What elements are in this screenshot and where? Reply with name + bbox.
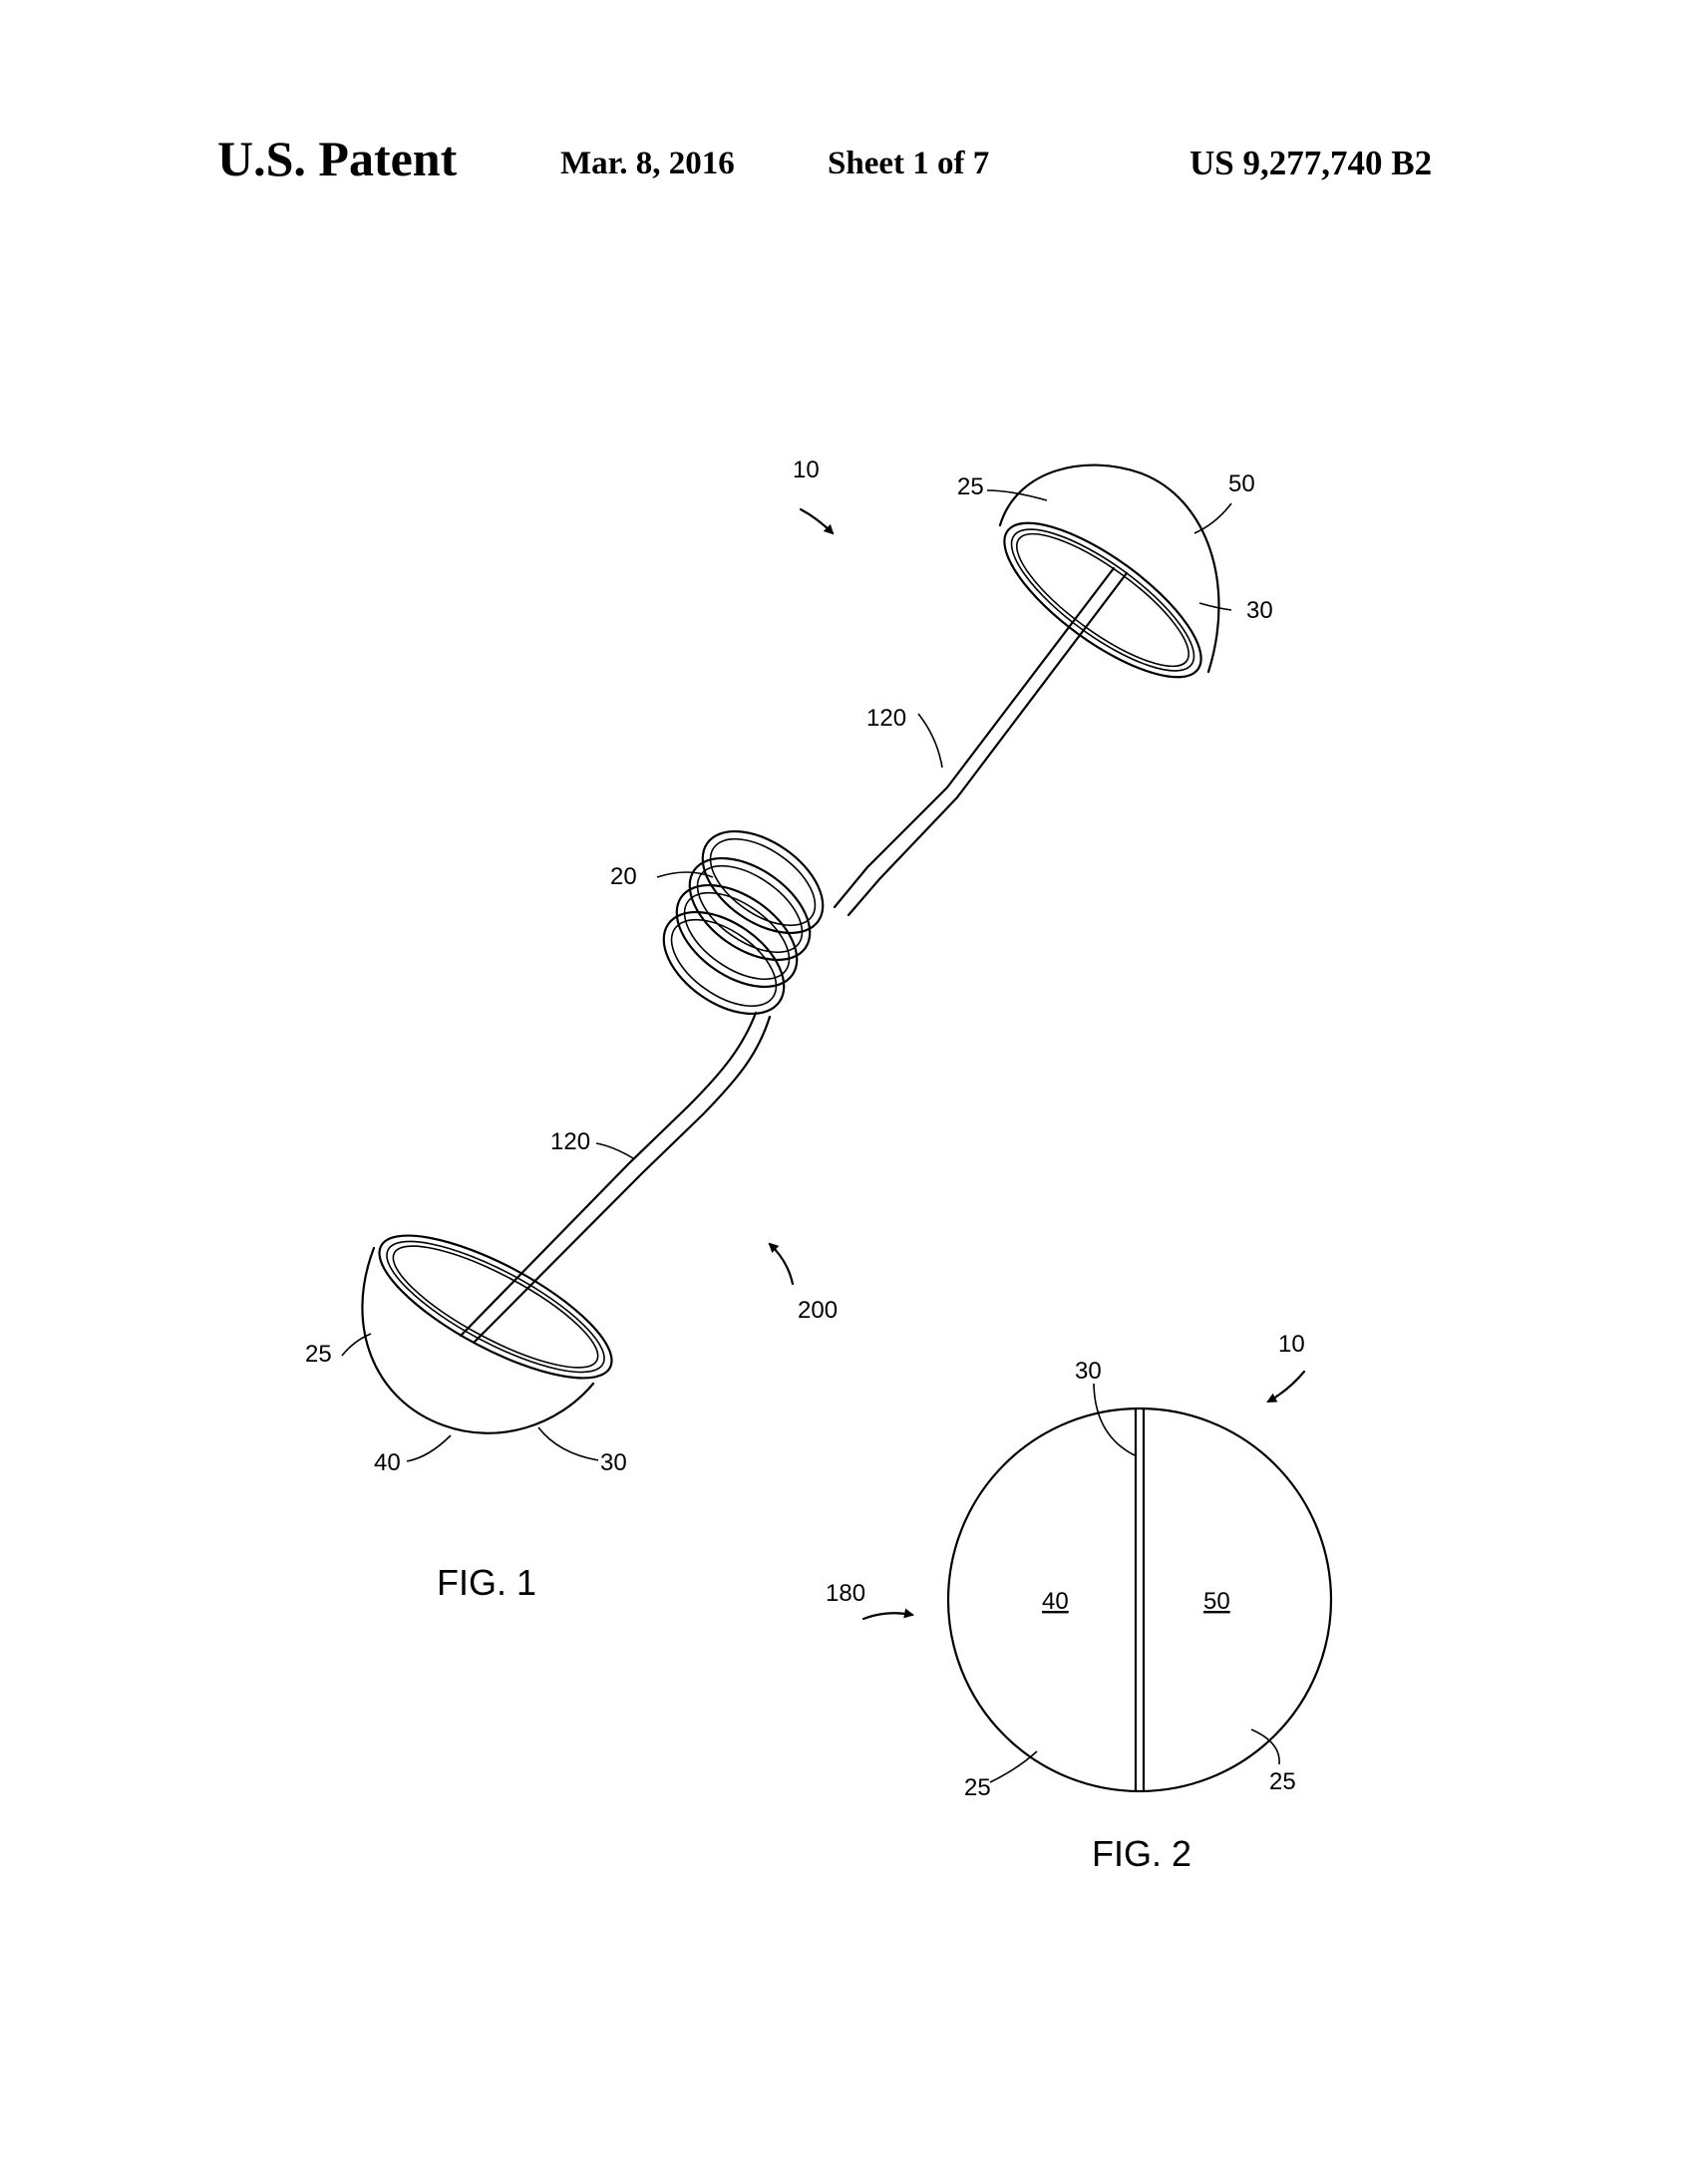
fig2-label-assembly-180: 180 <box>826 1580 865 1607</box>
label-coil-20: 20 <box>610 863 637 890</box>
label-wire-120-lower: 120 <box>550 1128 590 1155</box>
fig2-label-device-10: 10 <box>1278 1331 1305 1358</box>
upper-hemisphere <box>998 464 1220 679</box>
label-shell-25-bottom: 25 <box>305 1341 332 1368</box>
label-seam-30-bottom: 30 <box>600 1449 627 1476</box>
label-second-half-50: 50 <box>1228 470 1255 497</box>
label-shell-25-top: 25 <box>957 473 984 500</box>
leader-device-10 <box>1266 1370 1306 1404</box>
upper-wire <box>833 566 1129 917</box>
label-first-half-40: 40 <box>374 1449 401 1476</box>
label-seam-30-top: 30 <box>1246 597 1273 624</box>
fig2-label-seam-30: 30 <box>1075 1358 1102 1385</box>
patent-title: U.S. Patent <box>217 131 458 186</box>
coil <box>662 829 825 1016</box>
lower-wire <box>459 1011 772 1344</box>
leader-seam-30 <box>1093 1383 1136 1456</box>
figure-2: 30 10 180 40 50 25 25 FIG. 2 <box>826 1331 1333 1874</box>
sheet-number: Sheet 1 of 7 <box>828 146 990 181</box>
fig2-label-shell-25-right: 25 <box>1269 1768 1296 1795</box>
leader-lines <box>341 489 1232 1462</box>
leader-shell-25-right <box>1250 1728 1280 1765</box>
figure-2-caption: FIG. 2 <box>1092 1833 1191 1874</box>
label-device-10: 10 <box>793 457 820 483</box>
leader-assembly-180 <box>861 1608 914 1621</box>
figure-1: 10 25 50 30 120 20 120 200 25 40 30 FIG.… <box>305 457 1273 1603</box>
label-wire-120-upper: 120 <box>866 705 906 732</box>
patent-date: Mar. 8, 2016 <box>560 146 735 181</box>
leader-shell-25-left <box>989 1750 1038 1783</box>
fig2-label-shell-25-left: 25 <box>964 1774 991 1801</box>
sphere-outline <box>946 1406 1333 1793</box>
patent-number: US 9,277,740 B2 <box>1189 144 1433 182</box>
lower-hemisphere <box>361 1234 613 1434</box>
fig2-label-second-half-50: 50 <box>1203 1588 1230 1615</box>
label-direction-200: 200 <box>798 1297 838 1324</box>
fig2-label-first-half-40: 40 <box>1042 1588 1069 1615</box>
figure-1-caption: FIG. 1 <box>437 1562 536 1603</box>
